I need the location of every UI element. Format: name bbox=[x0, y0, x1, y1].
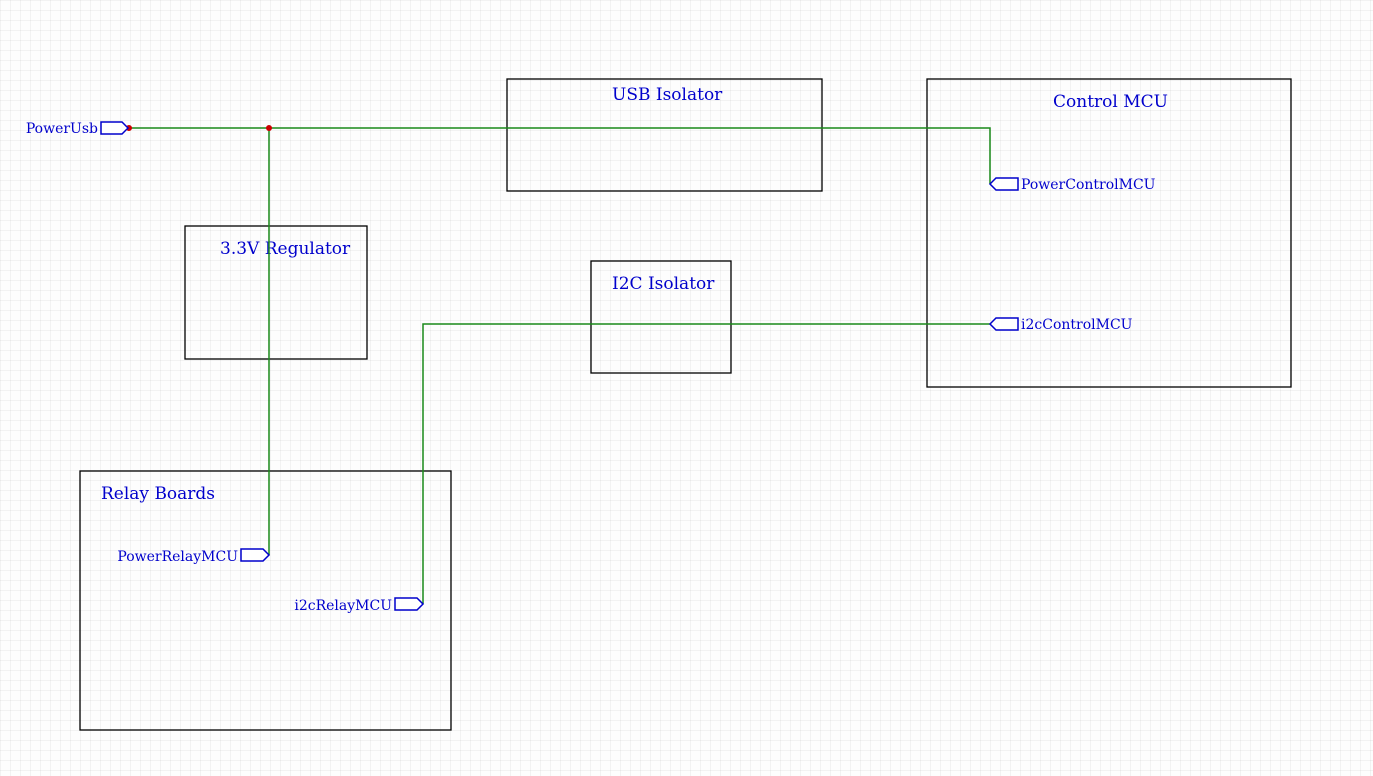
power-usb-port[interactable]: PowerUsb bbox=[26, 121, 130, 137]
i2c-net bbox=[422, 323, 990, 604]
i2c-relay-mcu-port[interactable]: i2cRelayMCU bbox=[294, 597, 425, 614]
power-wire-to-control-mcu[interactable] bbox=[128, 127, 991, 184]
power-relay-mcu-port[interactable]: PowerRelayMCU bbox=[117, 548, 271, 565]
power-usb-port-flag bbox=[100, 121, 130, 135]
control-mcu-block[interactable]: Control MCU bbox=[926, 78, 1292, 388]
i2c-control-mcu-port-label: i2cControlMCU bbox=[1021, 317, 1133, 333]
control-mcu-border bbox=[926, 78, 1292, 388]
relay-boards-block[interactable]: Relay Boards bbox=[79, 470, 452, 731]
usb-isolator-title: USB Isolator bbox=[612, 85, 723, 105]
power-net bbox=[126, 125, 991, 555]
power-control-mcu-port[interactable]: PowerControlMCU bbox=[988, 177, 1156, 193]
regulator-title: 3.3V Regulator bbox=[220, 239, 351, 259]
power-usb-port-label: PowerUsb bbox=[26, 121, 98, 137]
usb-isolator-border bbox=[506, 78, 823, 192]
power-relay-mcu-port-flag bbox=[240, 548, 271, 562]
regulator-block[interactable]: 3.3V Regulator bbox=[184, 225, 368, 360]
power-junction-dot bbox=[266, 125, 272, 131]
regulator-border bbox=[184, 225, 368, 360]
relay-boards-title: Relay Boards bbox=[101, 484, 215, 504]
i2c-control-mcu-port[interactable]: i2cControlMCU bbox=[988, 317, 1133, 333]
power-relay-mcu-port-label: PowerRelayMCU bbox=[117, 549, 238, 565]
i2c-wire[interactable] bbox=[422, 323, 990, 604]
control-mcu-title: Control MCU bbox=[1053, 92, 1168, 112]
i2c-isolator-title: I2C Isolator bbox=[612, 274, 715, 294]
i2c-relay-mcu-port-label: i2cRelayMCU bbox=[294, 598, 392, 614]
i2c-control-mcu-port-flag bbox=[988, 317, 1019, 331]
i2c-isolator-border bbox=[590, 260, 732, 374]
usb-isolator-block[interactable]: USB Isolator bbox=[506, 78, 823, 192]
power-control-mcu-port-flag bbox=[988, 177, 1019, 191]
i2c-relay-mcu-port-flag bbox=[394, 597, 425, 611]
relay-boards-border bbox=[79, 470, 452, 731]
power-control-mcu-port-label: PowerControlMCU bbox=[1021, 177, 1156, 193]
i2c-isolator-block[interactable]: I2C Isolator bbox=[590, 260, 732, 374]
